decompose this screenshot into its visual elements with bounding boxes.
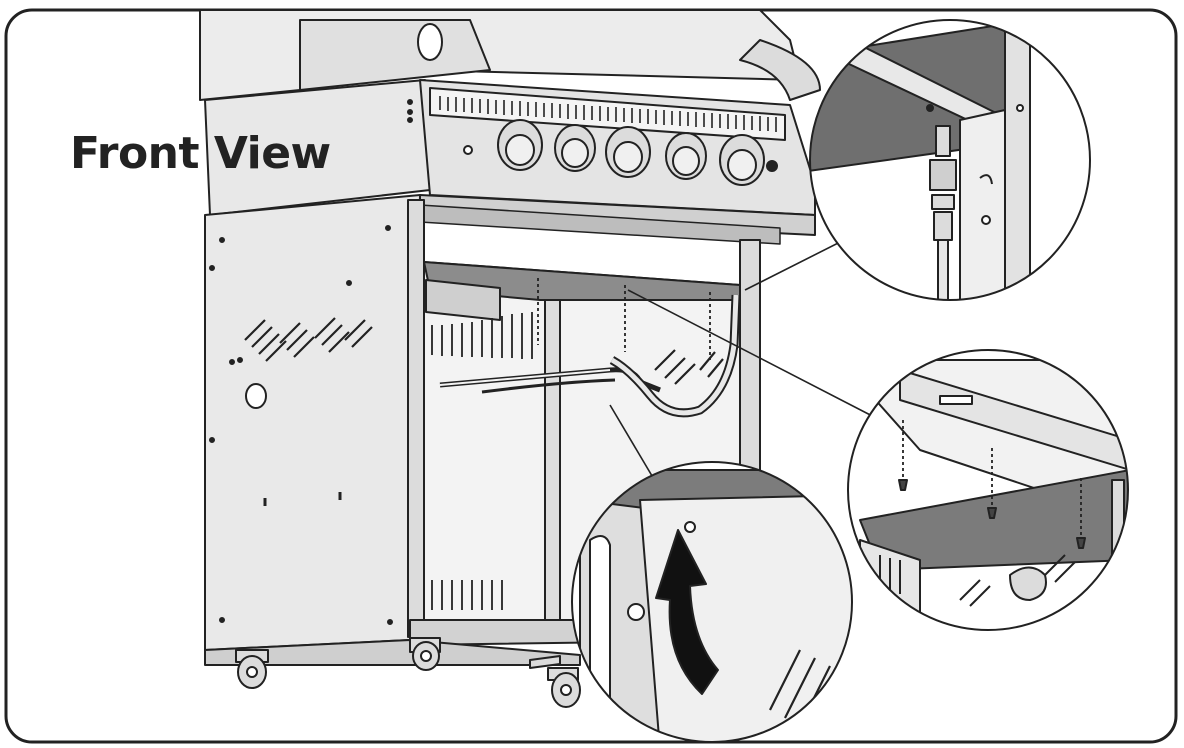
lift-direction-arrow (655, 529, 719, 695)
screw-attachment-detail (847, 349, 1129, 631)
view-title: Front View (70, 128, 331, 179)
burner-knobs (463, 119, 778, 186)
caster-wheels (235, 637, 581, 708)
cabinet-left-side-panel (204, 194, 421, 651)
door-lift-detail (571, 461, 853, 742)
hose-connection-detail (809, 19, 1091, 301)
